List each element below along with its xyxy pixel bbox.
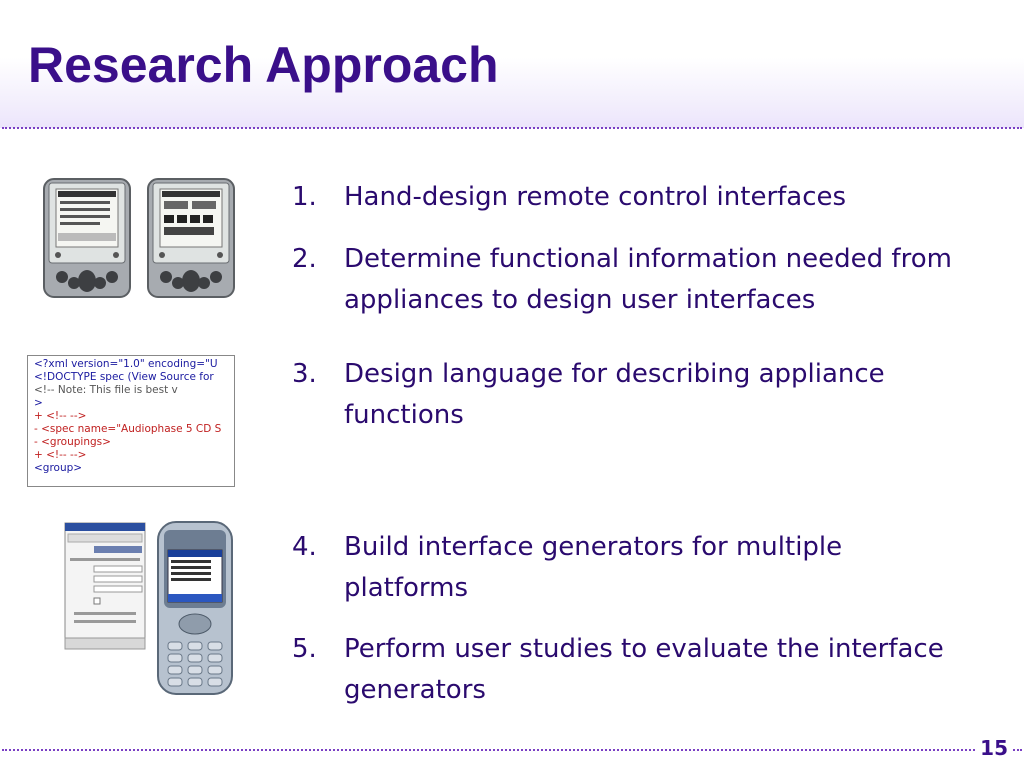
xml-line: <!-- Note: This file is best v bbox=[34, 384, 178, 396]
bottom-dotted-rule bbox=[2, 749, 1022, 751]
item-text: Design language for describing appliance… bbox=[344, 359, 885, 430]
xml-line: + <!-- --> bbox=[34, 449, 87, 461]
top-dotted-rule bbox=[2, 127, 1022, 129]
palm-pda-icon bbox=[43, 178, 131, 298]
item-number: 5. bbox=[292, 634, 317, 664]
item-number: 2. bbox=[292, 244, 317, 274]
slide-title: Research Approach bbox=[28, 37, 499, 93]
item-number: 4. bbox=[292, 532, 317, 562]
item-text: Perform user studies to evaluate the int… bbox=[344, 634, 944, 705]
mobile-phone-icon bbox=[157, 521, 233, 695]
xml-code-snippet: <?xml version="1.0" encoding="U <!DOCTYP… bbox=[27, 355, 235, 487]
item-number: 3. bbox=[292, 359, 317, 389]
item-text: Build interface generators for multiple … bbox=[344, 532, 843, 603]
title-band bbox=[0, 0, 1024, 128]
xml-line: - <spec name="Audiophase 5 CD S bbox=[34, 423, 222, 435]
xml-line: <?xml version="1.0" encoding="U bbox=[34, 358, 218, 370]
xml-line: > bbox=[34, 397, 43, 409]
xml-line: + <!-- --> bbox=[34, 410, 87, 422]
xml-line: <!DOCTYPE spec (View Source for bbox=[34, 371, 214, 383]
xml-line: - <groupings> bbox=[34, 436, 111, 448]
page-number: 15 bbox=[976, 736, 1012, 760]
palm-pda-icon bbox=[147, 178, 235, 298]
pocket-pc-icon bbox=[64, 522, 146, 650]
item-number: 1. bbox=[292, 182, 317, 212]
item-text: Determine functional information needed … bbox=[344, 244, 952, 315]
xml-line: <group> bbox=[34, 462, 83, 474]
item-text: Hand-design remote control interfaces bbox=[344, 182, 847, 212]
